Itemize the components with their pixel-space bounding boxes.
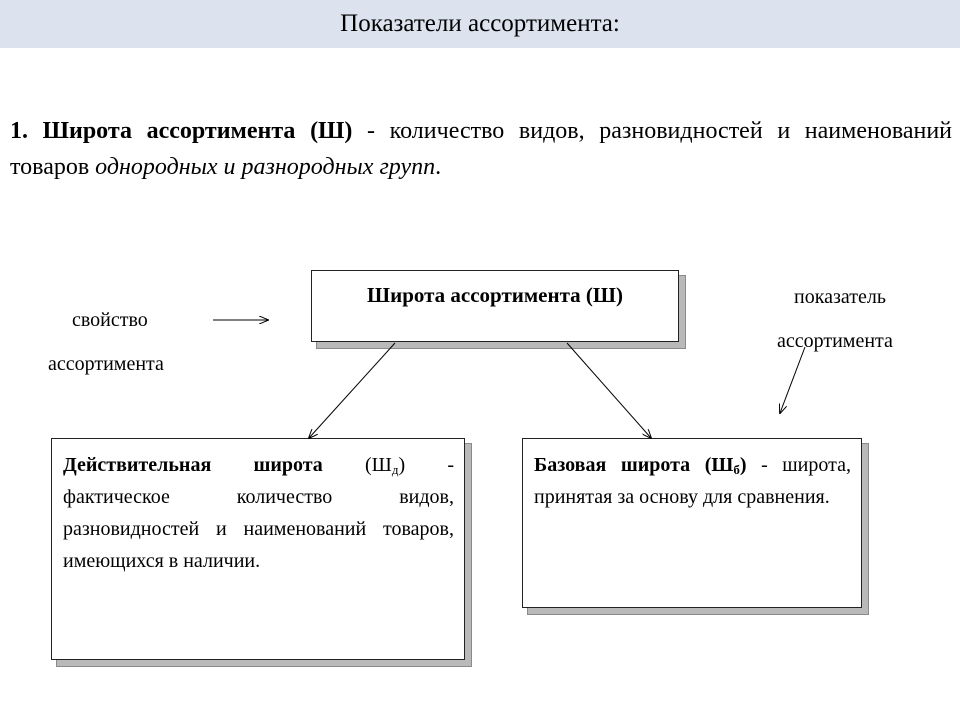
actual-width-box: Действительная широта (Шд) - фактическое…: [51, 438, 472, 667]
actual-width-text: Действительная широта (Шд) - фактическое…: [52, 439, 464, 577]
arrow-main-to-base: [566, 342, 651, 438]
base-width-description: - широта, принятая за основу для сравнен…: [534, 454, 851, 508]
label-property-line1: свойство: [72, 309, 148, 331]
label-indicator-line2: ассортимента: [777, 330, 893, 352]
definition-italic-text: однородных и разнородных групп: [95, 154, 436, 180]
actual-width-description: - фактическое количество видов, разновид…: [63, 454, 454, 572]
main-box-label: Широта ассортимента (Ш): [367, 283, 623, 307]
actual-width-term: Действительная широта: [63, 454, 323, 476]
actual-width-paren: ): [398, 454, 406, 476]
label-indicator-line1: показатель: [794, 286, 886, 308]
definition-number: 1.: [10, 118, 28, 144]
arrow-main-to-actual: [309, 342, 396, 438]
page-title: Показатели ассортимента:: [340, 10, 620, 37]
definition-paragraph: 1. Широта ассортимента (Ш) - количество …: [10, 113, 952, 185]
label-property-line2: ассортимента: [48, 353, 164, 375]
definition-text: - количество видов, разновидностей и наи…: [10, 118, 953, 180]
base-width-text: Базовая широта (Шб) - широта, принятая з…: [523, 439, 861, 513]
title-bar: Показатели ассортимента:: [0, 0, 960, 48]
base-width-term: Базовая широта (Ш: [534, 454, 734, 476]
base-width-paren: ): [739, 454, 747, 476]
actual-width-symbol: (Ш: [322, 454, 392, 476]
definition-period: .: [435, 154, 442, 180]
actual-width-subscript: д: [391, 462, 399, 477]
main-box: Широта ассортимента (Ш): [311, 270, 686, 349]
base-width-box: Базовая широта (Шб) - широта, принятая з…: [522, 438, 869, 615]
definition-term: Широта ассортимента (Ш): [42, 118, 353, 144]
base-width-subscript: б: [733, 462, 740, 477]
arrow-indicator-to-base: [780, 346, 806, 413]
